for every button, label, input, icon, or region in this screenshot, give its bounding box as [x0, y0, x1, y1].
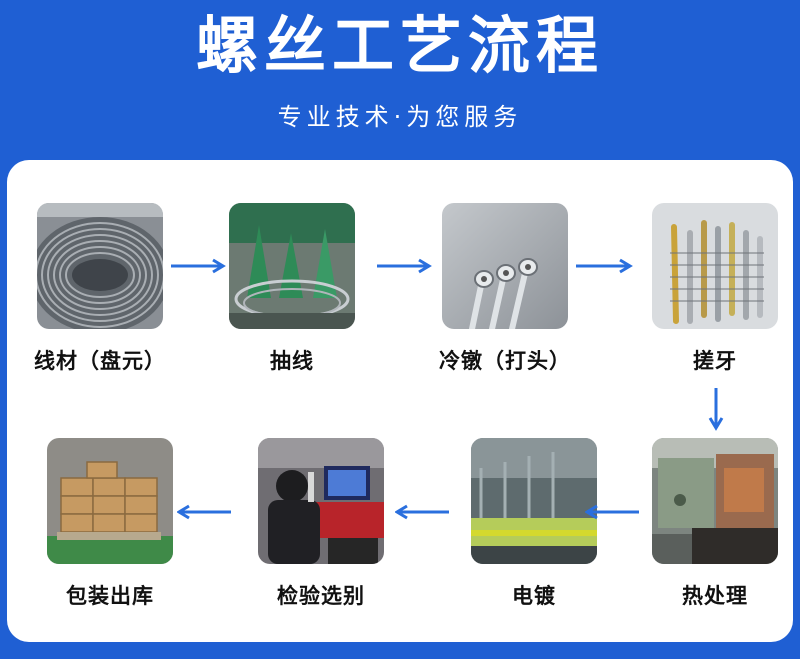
step-inspection: 检验选别: [246, 438, 396, 610]
arrow-right-icon: [375, 258, 435, 274]
step-label: 电镀: [459, 580, 609, 610]
step-packaging: 包装出库: [35, 438, 185, 610]
process-panel: 线材（盘元） 抽线: [7, 160, 793, 642]
thread-rolling-screws-photo: [652, 203, 778, 329]
packaged-cartons-photo: [47, 438, 173, 564]
step-label: 检验选别: [246, 580, 396, 610]
step-thread-rolling: 搓牙: [640, 203, 790, 375]
step-label: 热处理: [640, 580, 790, 610]
heat-treatment-furnace-photo: [652, 438, 778, 564]
page-title: 螺丝工艺流程: [0, 8, 800, 84]
inspection-microscope-photo: [258, 438, 384, 564]
cold-heading-photo: [442, 203, 568, 329]
arrow-left-icon: [395, 504, 451, 520]
step-heat-treatment: 热处理: [640, 438, 790, 610]
step-label: 线材（盘元）: [25, 345, 175, 375]
step-label: 抽线: [217, 345, 367, 375]
wire-coil-photo: [37, 203, 163, 329]
electroplating-line-photo: [471, 438, 597, 564]
page-subtitle: 专业技术·为您服务: [0, 100, 800, 134]
arrow-left-icon: [585, 504, 641, 520]
step-label: 冷镦（打头）: [430, 345, 580, 375]
arrow-down-icon: [708, 386, 724, 432]
step-wire-drawing: 抽线: [217, 203, 367, 375]
step-wire-rod: 线材（盘元）: [25, 203, 175, 375]
step-label: 包装出库: [35, 580, 185, 610]
step-electroplating: 电镀: [459, 438, 609, 610]
step-cold-heading: 冷镦（打头）: [430, 203, 580, 375]
arrow-right-icon: [574, 258, 636, 274]
arrow-right-icon: [169, 258, 229, 274]
step-label: 搓牙: [640, 345, 790, 375]
wire-drawing-machine-photo: [229, 203, 355, 329]
arrow-left-icon: [177, 504, 233, 520]
